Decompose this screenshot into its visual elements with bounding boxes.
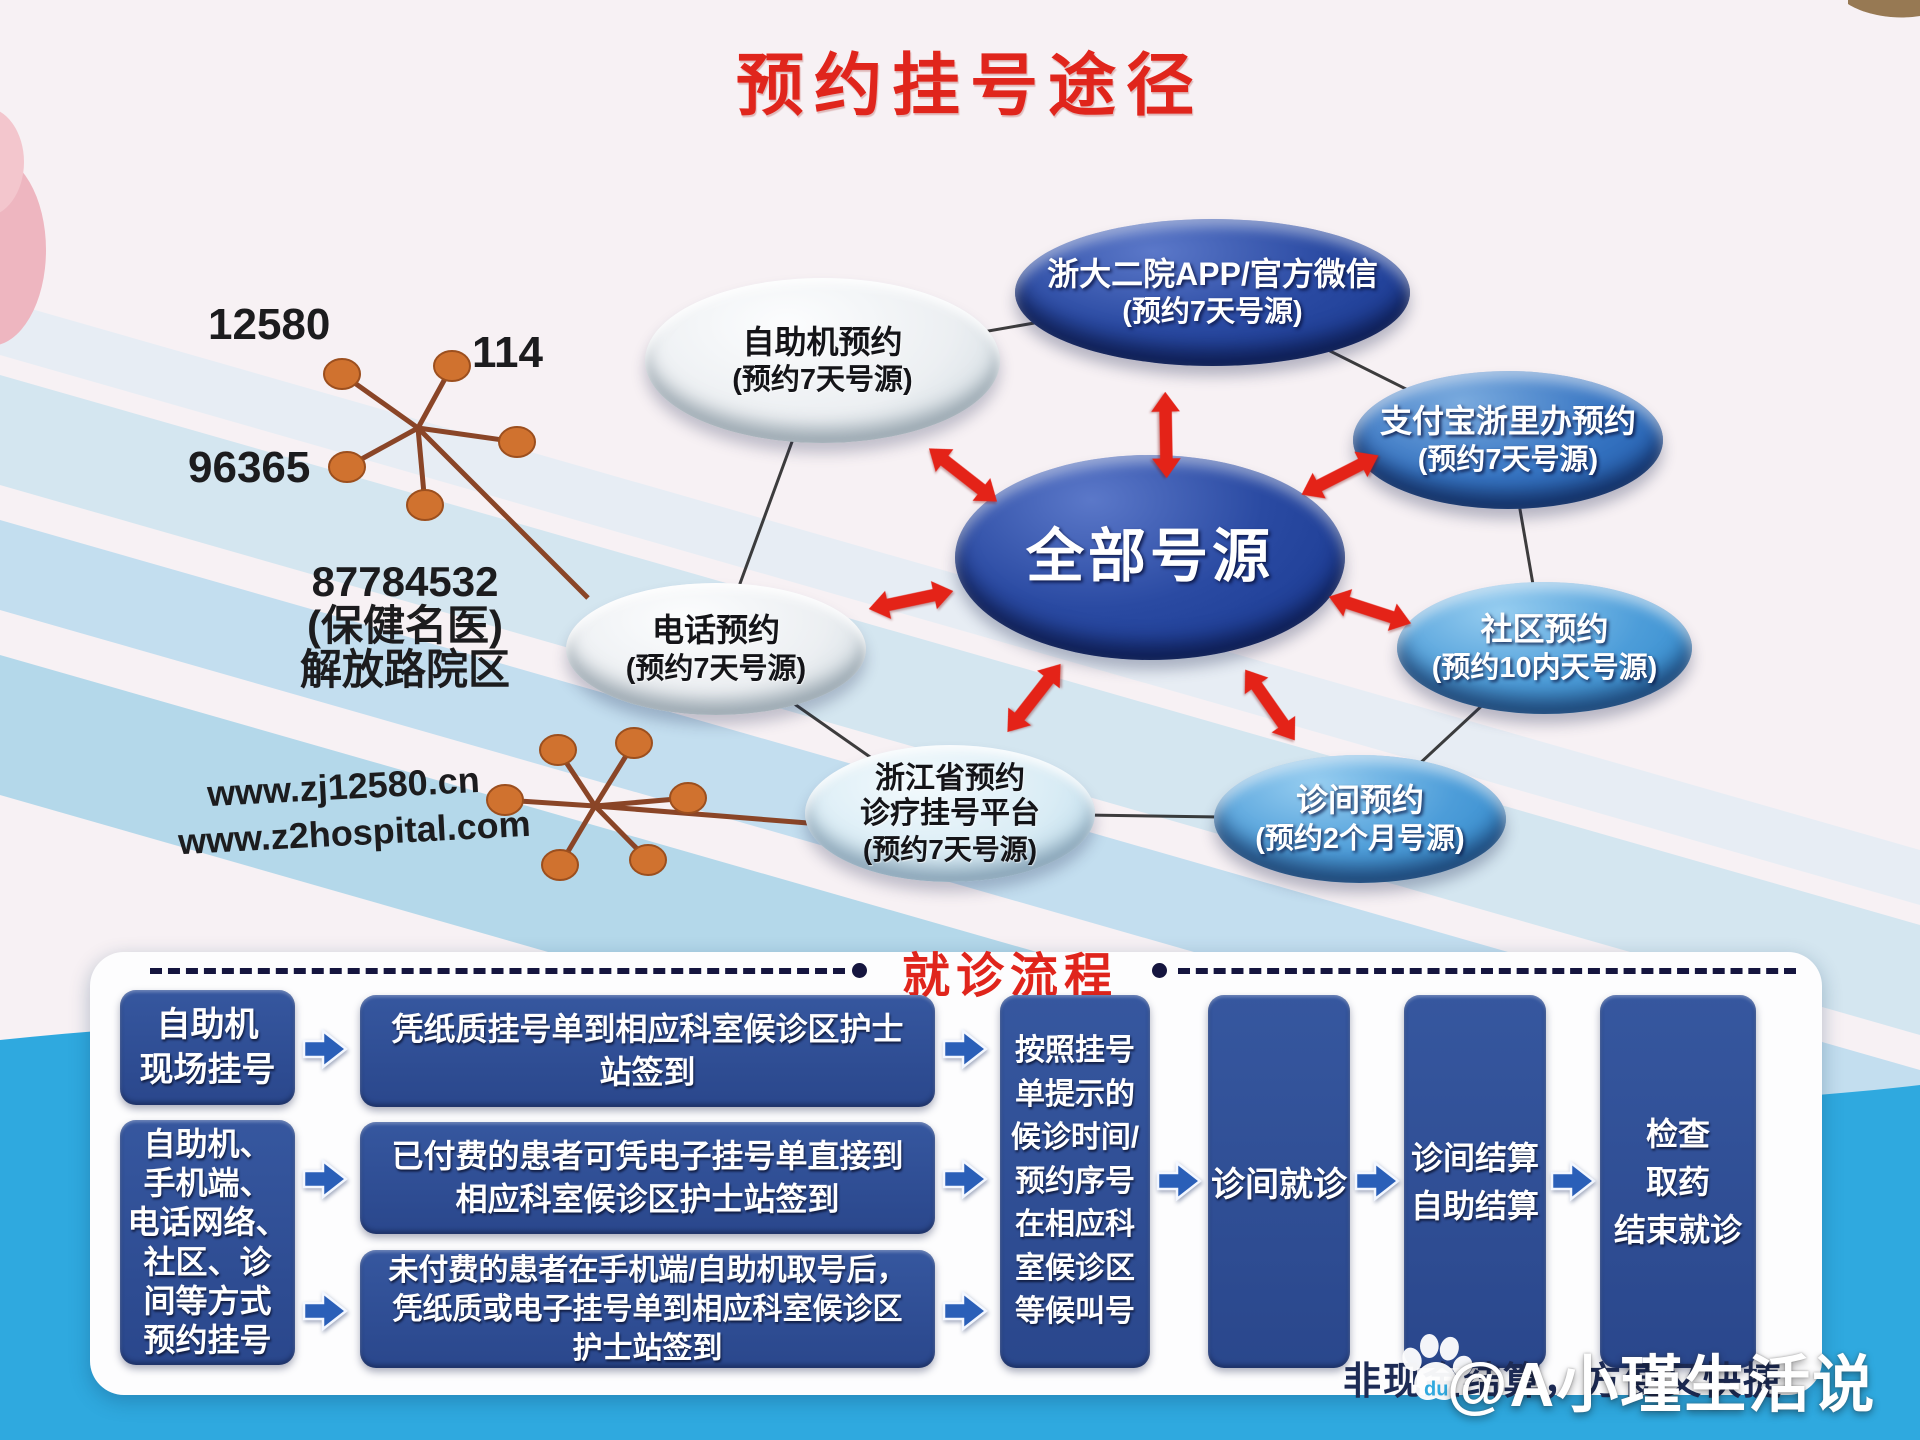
node-hospital-app-wechat: 浙大二院APP/官方微信 (预约7天号源) — [1015, 219, 1410, 366]
flow-step-finish: 检查 取药 结束就诊 — [1600, 995, 1756, 1368]
flow-step-unpaid: 未付费的患者在手机端/自助机取号后， 凭纸质或电子挂号单到相应科室候诊区 护士站… — [360, 1250, 935, 1368]
node-in-clinic-booking: 诊间预约 (预约2个月号源) — [1214, 755, 1506, 883]
node-title: 浙大二院APP/官方微信 — [1047, 255, 1378, 292]
node-title: 自助机预约 — [742, 323, 903, 360]
finger-shadow — [0, 111, 46, 345]
node-subtitle: (预约7天号源) — [1122, 296, 1303, 329]
arrow-visit-settle — [1354, 1161, 1400, 1201]
hotline-note: (保健名医) — [307, 602, 503, 650]
heading-dotline-left — [150, 968, 845, 974]
flow-heading: 就诊流程 — [901, 950, 1118, 1003]
node-provincial-platform: 浙江省预约 诊疗挂号平台 (预约7天号源) — [805, 745, 1095, 882]
page-title: 预约挂号途径 — [735, 48, 1204, 124]
arrow-unpaid-wait — [942, 1291, 988, 1331]
hotline-87784532: 87784532 (保健名医) 解放路院区 — [300, 558, 511, 694]
center-node-label: 全部号源 — [1025, 524, 1274, 590]
node-title: 电话预约 — [651, 612, 780, 649]
node-subtitle: (预约2个月号源) — [1255, 822, 1465, 855]
node-title: 支付宝浙里办预约 — [1379, 403, 1636, 440]
arrow-booked-unpaid — [302, 1291, 348, 1331]
node-subtitle: (预约7天号源) — [1417, 443, 1599, 476]
hotline-12580: 12580 — [208, 300, 331, 349]
flow-source-booked: 自助机、 手机端、 电话网络、 社区、诊 间等方式 预约挂号 — [120, 1120, 295, 1365]
hotline-starburst-1-dots — [323, 350, 536, 521]
node-title: 浙江省预约 诊疗挂号平台 — [860, 761, 1040, 830]
arrow-onsite-paper — [302, 1029, 348, 1069]
hotline-number: 87784532 — [311, 558, 499, 605]
flow-step-visit: 诊间就诊 — [1208, 995, 1350, 1368]
heading-dotline-right — [1178, 968, 1796, 974]
hotline-96365: 96365 — [188, 443, 311, 492]
heading-dot-right — [1152, 963, 1167, 978]
arrow-wait-visit — [1156, 1161, 1202, 1201]
arrow-center-app — [1150, 391, 1182, 479]
node-all-sources: 全部号源 — [955, 455, 1345, 660]
arrow-paper-wait — [942, 1029, 988, 1069]
flow-step-paid: 已付费的患者可凭电子挂号单直接到 相应科室候诊区护士站签到 — [360, 1122, 935, 1234]
arrow-paid-wait — [942, 1159, 988, 1199]
hotline-campus: 解放路院区 — [300, 646, 511, 694]
flow-step-paper: 凭纸质挂号单到相应科室候诊区护士 站签到 — [360, 995, 935, 1107]
node-community-booking: 社区预约 (预约10内天号源) — [1397, 582, 1692, 714]
arrow-settle-finish — [1550, 1161, 1596, 1201]
node-title: 社区预约 — [1480, 611, 1609, 648]
watermark-account: @A小瑾生活说 — [1447, 1351, 1877, 1420]
flow-step-settle: 诊间结算 自助结算 — [1404, 995, 1546, 1368]
paw-du-text: du — [1424, 1378, 1448, 1400]
baidu-paw-icon: du — [1402, 1334, 1473, 1400]
flow-step-wait: 按照挂号 单提示的 候诊时间/ 预约序号 在相应科 室候诊区 等候叫号 — [1000, 995, 1150, 1368]
corner-smudge — [1848, 0, 1920, 18]
hotline-starburst-2-dots — [486, 727, 707, 881]
heading-dot-left — [852, 963, 867, 978]
flow-source-onsite: 自助机 现场挂号 — [120, 990, 295, 1105]
node-phone-booking: 电话预约 (预约7天号源) — [566, 583, 866, 715]
node-subtitle: (预约7天号源) — [732, 364, 913, 397]
arrow-booked-paid — [302, 1159, 348, 1199]
hotline-114: 114 — [472, 328, 543, 377]
node-self-service-kiosk: 自助机预约 (预约7天号源) — [645, 278, 1000, 443]
node-title: 诊间预约 — [1295, 782, 1424, 819]
node-subtitle: (预约10内天号源) — [1431, 651, 1658, 684]
node-subtitle: (预约7天号源) — [862, 834, 1038, 866]
node-alipay-zheliban: 支付宝浙里办预约 (预约7天号源) — [1353, 371, 1663, 509]
node-subtitle: (预约7天号源) — [625, 652, 807, 685]
